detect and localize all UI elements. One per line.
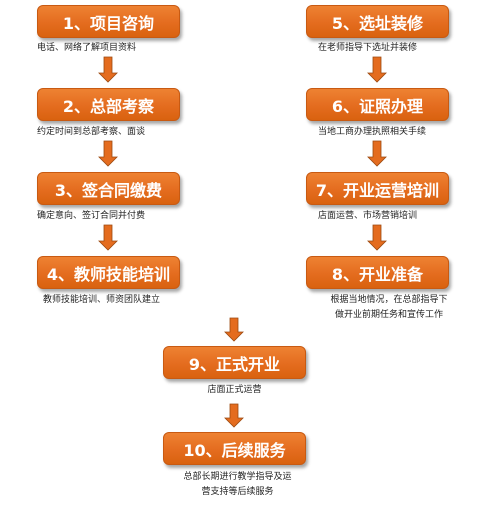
down-arrow-icon bbox=[224, 317, 244, 342]
step-10-desc: 总部长期进行教学指导及运 营支持等后续服务 bbox=[183, 472, 292, 497]
step-7-box: 7、开业运营培训 bbox=[306, 172, 449, 205]
down-arrow-icon bbox=[224, 403, 244, 428]
step-10-box: 10、后续服务 bbox=[163, 432, 306, 465]
step-3-title: 3、签合同缴费 bbox=[54, 180, 163, 200]
step-8-desc: 根据当地情况，在总部指导下 做开业前期任务和宣传工作 bbox=[330, 295, 448, 320]
down-arrow-icon bbox=[98, 56, 118, 83]
step-7-desc: 店面运营、市场营销培训 bbox=[318, 211, 418, 221]
step-5-box: 5、选址装修 bbox=[306, 5, 449, 38]
down-arrow-icon bbox=[367, 140, 387, 167]
step-9-box: 9、正式开业 bbox=[163, 346, 306, 379]
step-3-box: 3、签合同缴费 bbox=[37, 172, 180, 205]
step-9-title: 9、正式开业 bbox=[188, 354, 281, 374]
step-5-title: 5、选址装修 bbox=[331, 13, 424, 33]
step-7-title: 7、开业运营培训 bbox=[315, 180, 440, 200]
step-8-box: 8、开业准备 bbox=[306, 256, 449, 289]
step-4-desc: 教师技能培训、师资团队建立 bbox=[43, 295, 161, 305]
step-2-box: 2、总部考察 bbox=[37, 88, 180, 121]
down-arrow-icon bbox=[367, 224, 387, 251]
step-6-box: 6、证照办理 bbox=[306, 88, 449, 121]
down-arrow-icon bbox=[98, 224, 118, 251]
step-1-title: 1、项目咨询 bbox=[62, 13, 155, 33]
step-8-title: 8、开业准备 bbox=[331, 264, 424, 284]
step-5-desc: 在老师指导下选址并装修 bbox=[318, 43, 418, 53]
step-4-title: 4、教师技能培训 bbox=[46, 264, 171, 284]
step-6-desc: 当地工商办理执照相关手续 bbox=[318, 127, 427, 137]
step-6-title: 6、证照办理 bbox=[331, 96, 424, 116]
down-arrow-icon bbox=[367, 56, 387, 83]
step-4-box: 4、教师技能培训 bbox=[37, 256, 180, 289]
step-2-title: 2、总部考察 bbox=[62, 96, 155, 116]
step-2-desc: 约定时间到总部考察、面谈 bbox=[37, 127, 146, 137]
step-9-desc: 店面正式运营 bbox=[207, 385, 262, 395]
step-10-title: 10、后续服务 bbox=[183, 440, 286, 460]
step-1-box: 1、项目咨询 bbox=[37, 5, 180, 38]
step-1-desc: 电话、网络了解项目资料 bbox=[37, 43, 137, 53]
step-3-desc: 确定意向、签订合同并付费 bbox=[37, 211, 146, 221]
down-arrow-icon bbox=[98, 140, 118, 167]
